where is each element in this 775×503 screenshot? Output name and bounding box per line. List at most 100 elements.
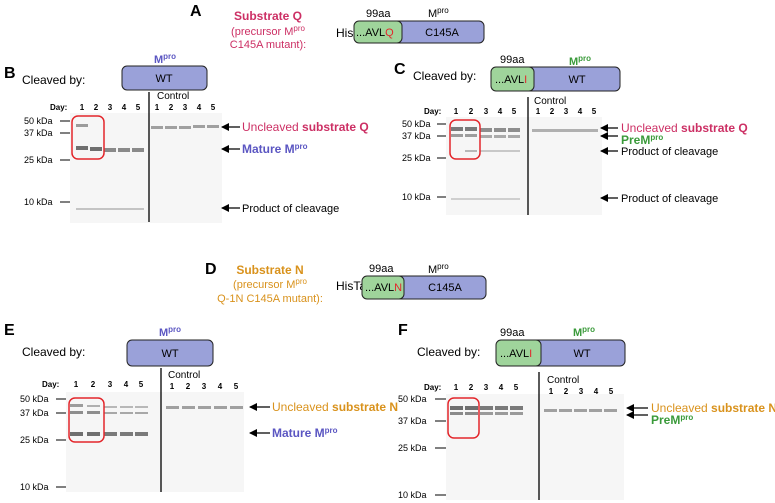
day-4-e: 4	[124, 380, 129, 389]
panel-e-letter: E	[4, 322, 15, 339]
band-f-d1-top	[450, 406, 463, 410]
mw-37-c: 37 kDa	[402, 131, 431, 141]
band-e-uncleaved-d5	[135, 406, 148, 408]
substrate-q-title: Substrate Q	[234, 9, 302, 23]
mw-37-e: 37 kDa	[20, 408, 49, 418]
cleaved-by-label-e: Cleaved by:	[22, 345, 85, 359]
highlight-box-c	[449, 119, 481, 160]
label-99aa-a: 99aa	[366, 8, 391, 20]
day-2-c: 2	[469, 107, 474, 116]
day-5-c: 5	[512, 107, 517, 116]
day-2-e: 2	[91, 380, 96, 389]
band-c-d5-top	[508, 128, 520, 132]
gel-b	[70, 113, 222, 223]
band-c-d1-pre	[451, 134, 463, 137]
band-f-ctrl-d4	[589, 409, 602, 412]
band-e-mid-d2	[87, 411, 100, 414]
label-c-premmpro: PreMpro	[621, 133, 663, 147]
band-b-mature-d2	[90, 147, 102, 151]
substrate-q-desc-1: (precursor Mpro	[231, 24, 305, 38]
ctrl-day-3-c: 3	[564, 107, 569, 116]
band-e-uncleaved-d3	[104, 406, 117, 408]
panel-f-letter: F	[398, 322, 408, 339]
label-c-product-small: Product of cleavage	[621, 193, 718, 205]
band-c-product-d3-5	[480, 150, 520, 152]
band-c-d1-top	[451, 127, 463, 131]
label-f-premmpro: PreMpro	[651, 413, 693, 427]
day-4-f: 4	[499, 383, 504, 392]
ctrl-day-5-c: 5	[592, 107, 597, 116]
band-c-d3-top	[480, 128, 492, 132]
prodomain-box-c	[490, 66, 535, 92]
mw-50-c: 50 kDa	[402, 119, 431, 129]
band-c-ctrl	[532, 129, 598, 132]
band-e-mature-d4	[120, 432, 133, 436]
band-e-uncleaved-d4	[120, 406, 133, 408]
ctrl-day-4-b: 4	[197, 103, 202, 112]
control-label-c: Control	[534, 96, 566, 107]
mw-10-f: 10 kDa	[398, 490, 427, 500]
cleaved-by-label-f: Cleaved by:	[417, 345, 480, 359]
band-c-d4-top	[494, 128, 506, 132]
enzyme-mpro-label-e: Mpro	[159, 325, 181, 339]
prodomain-box-a	[353, 20, 403, 44]
label-e-uncleaved: Uncleaved substrate N	[272, 400, 398, 414]
band-e-mid-d3	[104, 412, 117, 414]
c145a-label-a: C145A	[425, 27, 459, 39]
panel-d-letter: D	[205, 261, 217, 278]
wt-label-b: WT	[155, 73, 172, 85]
mw-10-b: 10 kDa	[24, 197, 53, 207]
band-b-mature-d5	[132, 148, 144, 152]
ctrl-day-1-c: 1	[536, 107, 541, 116]
substrate-n-title: Substrate N	[236, 263, 303, 277]
ctrl-day-3-b: 3	[183, 103, 188, 112]
band-f-ctrl-d3	[574, 409, 587, 412]
label-e-mature-mpro: Mature Mpro	[272, 426, 338, 440]
label-mpro-a: Mpro	[428, 6, 449, 20]
band-e-ctrl-d1	[166, 406, 179, 409]
cleaved-by-label-b: Cleaved by:	[22, 73, 85, 87]
ctrl-day-5-e: 5	[234, 382, 239, 391]
prodomain-text-a: ...AVLQ	[356, 27, 394, 39]
day-5-e: 5	[139, 380, 144, 389]
panel-a: A Substrate Q (precursor Mpro C145A muta…	[190, 3, 485, 51]
cleaved-by-label-c: Cleaved by:	[413, 69, 476, 83]
day-3-f: 3	[484, 383, 489, 392]
band-e-mature-d3	[104, 432, 117, 436]
wt-enzyme-box-e	[126, 339, 214, 367]
band-b-ctrl-d4	[193, 125, 205, 128]
ctrl-day-2-c: 2	[550, 107, 555, 116]
band-b-mature-d3	[104, 148, 116, 152]
day-5-b: 5	[136, 103, 141, 112]
band-b-mature-d4	[118, 148, 130, 152]
mw-37-f: 37 kDa	[398, 416, 427, 426]
label-mpro-d: Mpro	[428, 262, 449, 276]
highlight-box-f	[447, 397, 480, 439]
band-e-ctrl-d2	[182, 406, 195, 409]
label-c-uncleaved: Uncleaved substrate Q	[621, 121, 748, 135]
control-label-b: Control	[157, 91, 189, 102]
band-e-mid-d1	[70, 411, 83, 414]
ctrl-day-4-f: 4	[594, 387, 599, 396]
control-label-f: Control	[547, 375, 579, 386]
mw-25-b: 25 kDa	[24, 155, 53, 165]
ctrl-day-4-c: 4	[578, 107, 583, 116]
band-f-d3-top	[480, 406, 493, 410]
band-b-ctrl-d3	[179, 126, 191, 129]
day-label-c: Day:	[424, 107, 441, 116]
ctrl-day-5-f: 5	[609, 387, 614, 396]
ctrl-day-2-b: 2	[169, 103, 174, 112]
day-label-f: Day:	[424, 383, 441, 392]
panel-b: B Cleaved by: Mpro WT Day: 1 2 3 4 5 Con…	[4, 52, 369, 223]
mw-25-f: 25 kDa	[398, 443, 427, 453]
label-c-product: Product of cleavage	[621, 146, 718, 158]
control-label-e: Control	[168, 370, 200, 381]
band-f-d2-top	[465, 406, 478, 410]
day-1-e: 1	[74, 380, 79, 389]
day-3-e: 3	[108, 380, 113, 389]
label-b-mature-mpro: Mature Mpro	[242, 142, 308, 156]
band-b-uncleaved-d1	[76, 124, 88, 127]
panel-c: C Cleaved by: 99aa Mpro ...AVLI WT Day: …	[394, 54, 748, 215]
enzyme-mpro-label-b: Mpro	[154, 52, 176, 66]
